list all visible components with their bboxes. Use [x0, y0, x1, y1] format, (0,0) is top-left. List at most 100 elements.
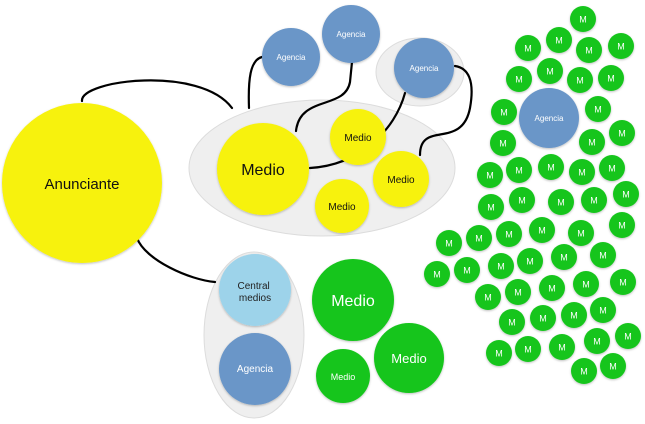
small-medium-label: M	[508, 318, 516, 328]
small-medium-node[interactable]: M	[436, 230, 462, 256]
small-medium-circle	[610, 269, 636, 295]
small-medium-label: M	[546, 67, 554, 77]
small-medium-node[interactable]: M	[486, 340, 512, 366]
green-medium-node[interactable]: Medio	[374, 323, 444, 393]
small-medium-node[interactable]: M	[515, 35, 541, 61]
small-medium-node[interactable]: M	[515, 336, 541, 362]
small-medium-circle	[609, 212, 635, 238]
small-medium-node[interactable]: M	[600, 353, 626, 379]
small-medium-node[interactable]: M	[590, 242, 616, 268]
small-medium-node[interactable]: M	[571, 358, 597, 384]
small-medium-label: M	[624, 332, 632, 342]
small-medium-node[interactable]: M	[538, 154, 564, 180]
small-medium-node[interactable]: M	[584, 328, 610, 354]
agency-node[interactable]: Agencia	[262, 28, 320, 86]
small-medium-node[interactable]: M	[549, 334, 575, 360]
small-medium-node[interactable]: M	[598, 65, 624, 91]
small-medium-circle	[538, 154, 564, 180]
small-medium-label: M	[499, 139, 507, 149]
small-medium-node[interactable]: M	[477, 162, 503, 188]
small-medium-node[interactable]: M	[539, 275, 565, 301]
small-medium-circle	[499, 309, 525, 335]
small-medium-label: M	[486, 171, 494, 181]
medium-node[interactable]: Medio	[330, 109, 386, 165]
small-medium-circle	[551, 244, 577, 270]
small-medium-node[interactable]: M	[581, 187, 607, 213]
small-medium-circle	[424, 261, 450, 287]
small-medium-label: M	[619, 278, 627, 288]
small-medium-node[interactable]: M	[615, 323, 641, 349]
medium-node[interactable]: Medio	[373, 151, 429, 207]
small-medium-node[interactable]: M	[569, 159, 595, 185]
small-medium-node[interactable]: M	[573, 271, 599, 297]
small-medium-node[interactable]: M	[506, 66, 532, 92]
central-medios-line1: Central	[237, 281, 269, 292]
small-medium-node[interactable]: M	[488, 253, 514, 279]
medium-node[interactable]: Medio	[315, 179, 369, 233]
small-medium-node[interactable]: M	[491, 99, 517, 125]
small-medium-node[interactable]: M	[454, 257, 480, 283]
small-medium-circle	[598, 65, 624, 91]
advertiser-node[interactable]: Anunciante	[2, 103, 162, 263]
green-medium-label: Medio	[331, 372, 356, 382]
small-medium-node[interactable]: M	[478, 194, 504, 220]
small-medium-node[interactable]: M	[505, 279, 531, 305]
small-medium-node[interactable]: M	[506, 157, 532, 183]
small-medium-node[interactable]: M	[567, 67, 593, 93]
small-medium-node[interactable]: M	[424, 261, 450, 287]
agency-label: Agencia	[337, 30, 366, 39]
medium-label: Medio	[344, 133, 372, 144]
small-medium-node[interactable]: M	[475, 284, 501, 310]
small-medium-circle	[585, 96, 611, 122]
small-medium-label: M	[609, 362, 617, 372]
main-medium-node[interactable]: Medio	[217, 123, 309, 215]
connector-advertiser-central	[135, 236, 217, 284]
agency-node[interactable]: Agencia	[322, 5, 380, 63]
green-medium-node[interactable]: Medio	[312, 259, 394, 341]
cluster-agency-node[interactable]: Agencia	[519, 88, 579, 148]
small-medium-label: M	[538, 226, 546, 236]
small-medium-node[interactable]: M	[608, 33, 634, 59]
small-medium-label: M	[585, 46, 593, 56]
small-medium-node[interactable]: M	[466, 225, 492, 251]
small-medium-node[interactable]: M	[609, 212, 635, 238]
small-medium-node[interactable]: M	[579, 129, 605, 155]
small-medium-node[interactable]: M	[496, 221, 522, 247]
small-medium-node[interactable]: M	[576, 37, 602, 63]
small-medium-node[interactable]: M	[570, 6, 596, 32]
small-medium-node[interactable]: M	[568, 220, 594, 246]
central-medios-node[interactable]: Central medios	[219, 254, 291, 326]
small-medium-node[interactable]: M	[609, 120, 635, 146]
small-medium-node[interactable]: M	[610, 269, 636, 295]
small-medium-node[interactable]: M	[585, 96, 611, 122]
small-medium-node[interactable]: M	[530, 305, 556, 331]
small-medium-node[interactable]: M	[509, 187, 535, 213]
small-medium-node[interactable]: M	[537, 58, 563, 84]
small-medium-node[interactable]: M	[529, 217, 555, 243]
small-medium-label: M	[607, 74, 615, 84]
small-medium-label: M	[618, 221, 626, 231]
small-medium-node[interactable]: M	[551, 244, 577, 270]
agency-label: Agencia	[410, 64, 439, 73]
advertiser-label: Anunciante	[44, 176, 119, 193]
agency-node[interactable]: Agencia	[394, 38, 454, 98]
small-medium-label: M	[588, 138, 596, 148]
small-medium-node[interactable]: M	[561, 302, 587, 328]
small-medium-node[interactable]: M	[613, 181, 639, 207]
green-medium-node[interactable]: Medio	[316, 349, 370, 403]
small-medium-node[interactable]: M	[490, 130, 516, 156]
central-agency-node[interactable]: Agencia	[219, 333, 291, 405]
small-medium-label: M	[445, 239, 453, 249]
small-medium-node[interactable]: M	[517, 248, 543, 274]
small-medium-node[interactable]: M	[499, 309, 525, 335]
small-medium-node[interactable]: M	[590, 297, 616, 323]
small-medium-circle	[546, 27, 572, 53]
agency-label: Agencia	[277, 53, 306, 62]
small-medium-label: M	[495, 349, 503, 359]
small-medium-circle	[539, 275, 565, 301]
small-medium-node[interactable]: M	[548, 189, 574, 215]
small-medium-label: M	[618, 129, 626, 139]
small-medium-node[interactable]: M	[599, 155, 625, 181]
small-medium-node[interactable]: M	[546, 27, 572, 53]
